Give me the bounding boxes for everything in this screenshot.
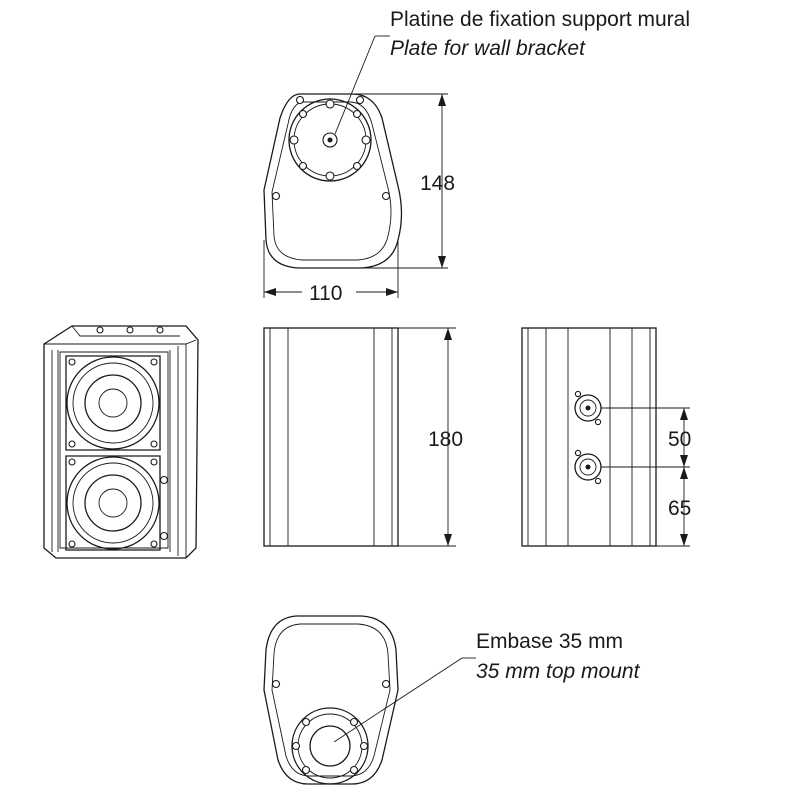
back-view bbox=[263, 35, 448, 298]
dim-height-back: 148 bbox=[420, 172, 455, 195]
bottom-view bbox=[263, 615, 476, 785]
dim-height-side: 180 bbox=[428, 428, 463, 451]
side-view bbox=[263, 327, 456, 547]
wall-plate-label-en: Plate for wall bracket bbox=[390, 37, 586, 60]
wall-bracket-plate bbox=[288, 98, 372, 182]
speaker-perspective-view bbox=[43, 325, 199, 559]
rear-connector-view bbox=[521, 327, 690, 547]
dim-width: 110 bbox=[309, 282, 342, 305]
top-mount-label-en: 35 mm top mount bbox=[476, 660, 641, 683]
dim-connector-spacing: 50 bbox=[668, 428, 691, 451]
dim-connector-bottom: 65 bbox=[668, 497, 691, 520]
top-mount-label-fr: Embase 35 mm bbox=[476, 630, 623, 653]
wall-plate-label-fr: Platine de fixation support mural bbox=[390, 8, 690, 31]
